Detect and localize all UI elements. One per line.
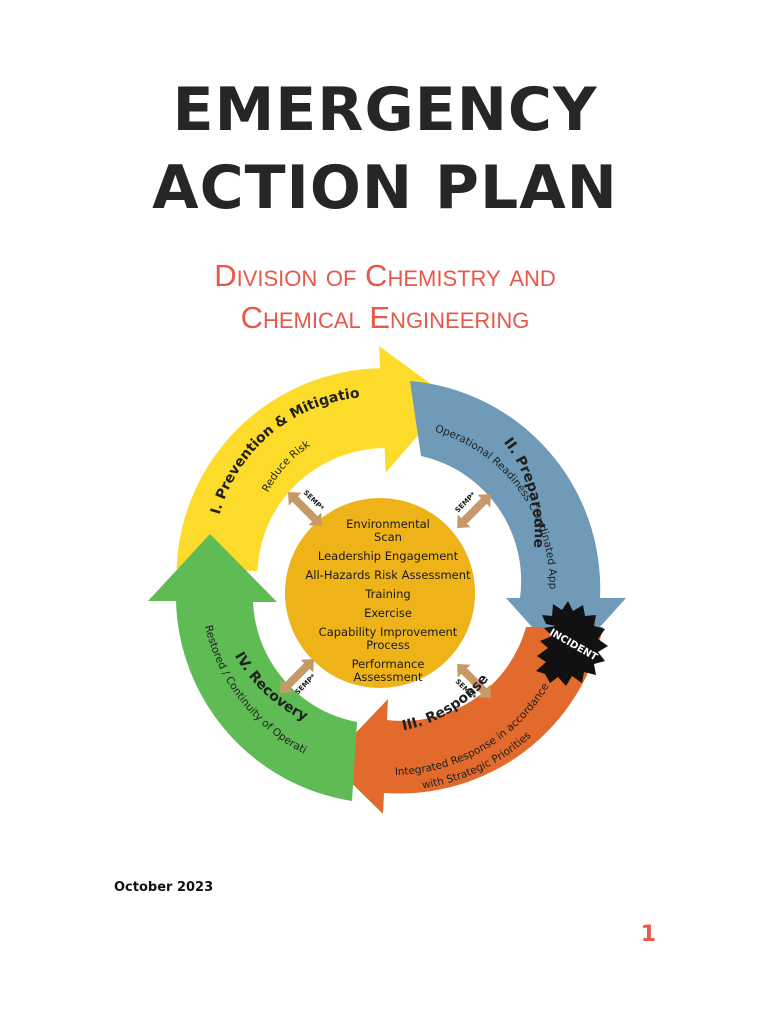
recovery-arrow xyxy=(148,534,357,801)
center-circle xyxy=(285,498,475,688)
response-arrow xyxy=(329,627,603,814)
subtitle-line-1: Division of Chemistry and xyxy=(214,258,556,293)
center-item: All-Hazards Risk Assessment xyxy=(305,568,471,582)
center-item: Scan xyxy=(374,530,402,544)
center-item: Leadership Engagement xyxy=(318,549,459,563)
subtitle-line-2: Chemical Engineering xyxy=(240,300,530,335)
center-item: Process xyxy=(366,638,410,652)
center-item: Assessment xyxy=(354,670,423,684)
center-item: Environmental xyxy=(346,517,430,531)
center-item: Exercise xyxy=(364,606,412,620)
incident-starburst xyxy=(536,601,608,686)
preparedness-arrow xyxy=(410,381,626,665)
title-line-1: EMERGENCY xyxy=(172,75,598,145)
title-line-2: ACTION PLAN xyxy=(152,153,618,223)
center-item: Capability Improvement xyxy=(319,625,458,639)
prevention-arrow xyxy=(176,346,450,572)
emergency-management-cycle-diagram: Environmental Scan Leadership Engagement… xyxy=(140,346,626,814)
document-date: October 2023 xyxy=(114,880,214,895)
page-number: 1 xyxy=(640,922,656,947)
center-item: Performance xyxy=(352,657,425,671)
center-item: Training xyxy=(364,587,410,601)
